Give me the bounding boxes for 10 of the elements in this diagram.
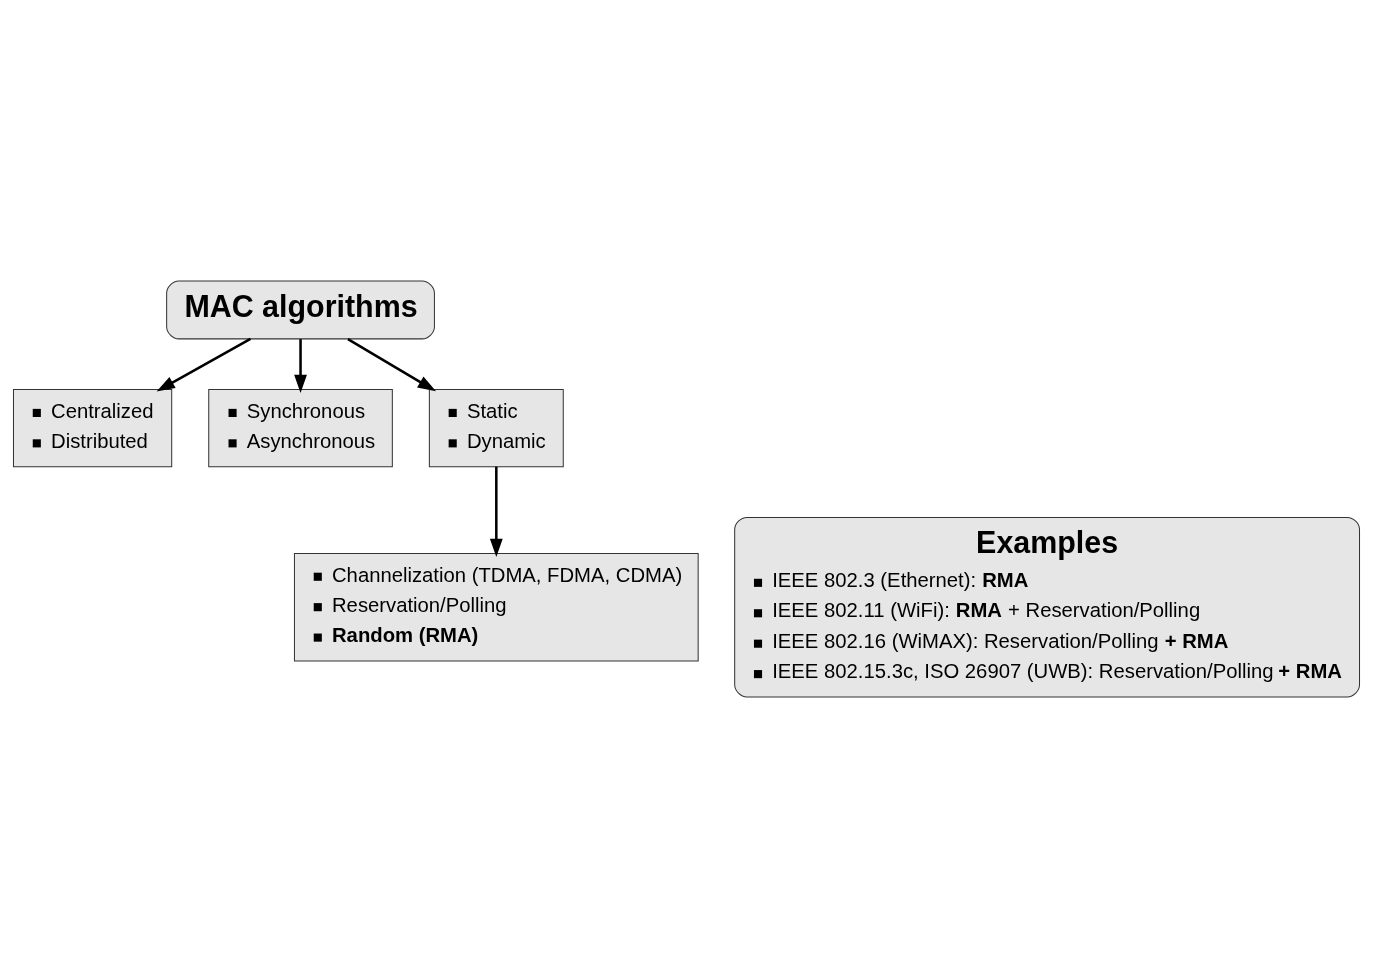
node-box: Channelization (TDMA, FDMA, CDMA) Reservation/Polling Random (RMA) <box>293 552 699 662</box>
node-box: MAC algorithms <box>166 280 435 340</box>
arrow <box>347 338 436 392</box>
node-box: Static Dynamic <box>428 389 564 468</box>
node-box: Synchronous Asynchronous <box>208 389 393 468</box>
arrow <box>489 466 503 558</box>
arrow <box>294 339 307 394</box>
node-box: Examples IEEE 802.3 (Ethernet): RMA IEEE 802.11 (WiFi): RMA + Reservation/Polling IEEE 802.16 (WiMAX): Reservation/Polling + RMA IEEE 802.15.3c, ISO 26907 (UWB): Reservation/Polling + RMA <box>734 516 1361 698</box>
node-box: Centralized Distributed <box>12 389 173 468</box>
arrow <box>156 337 252 392</box>
